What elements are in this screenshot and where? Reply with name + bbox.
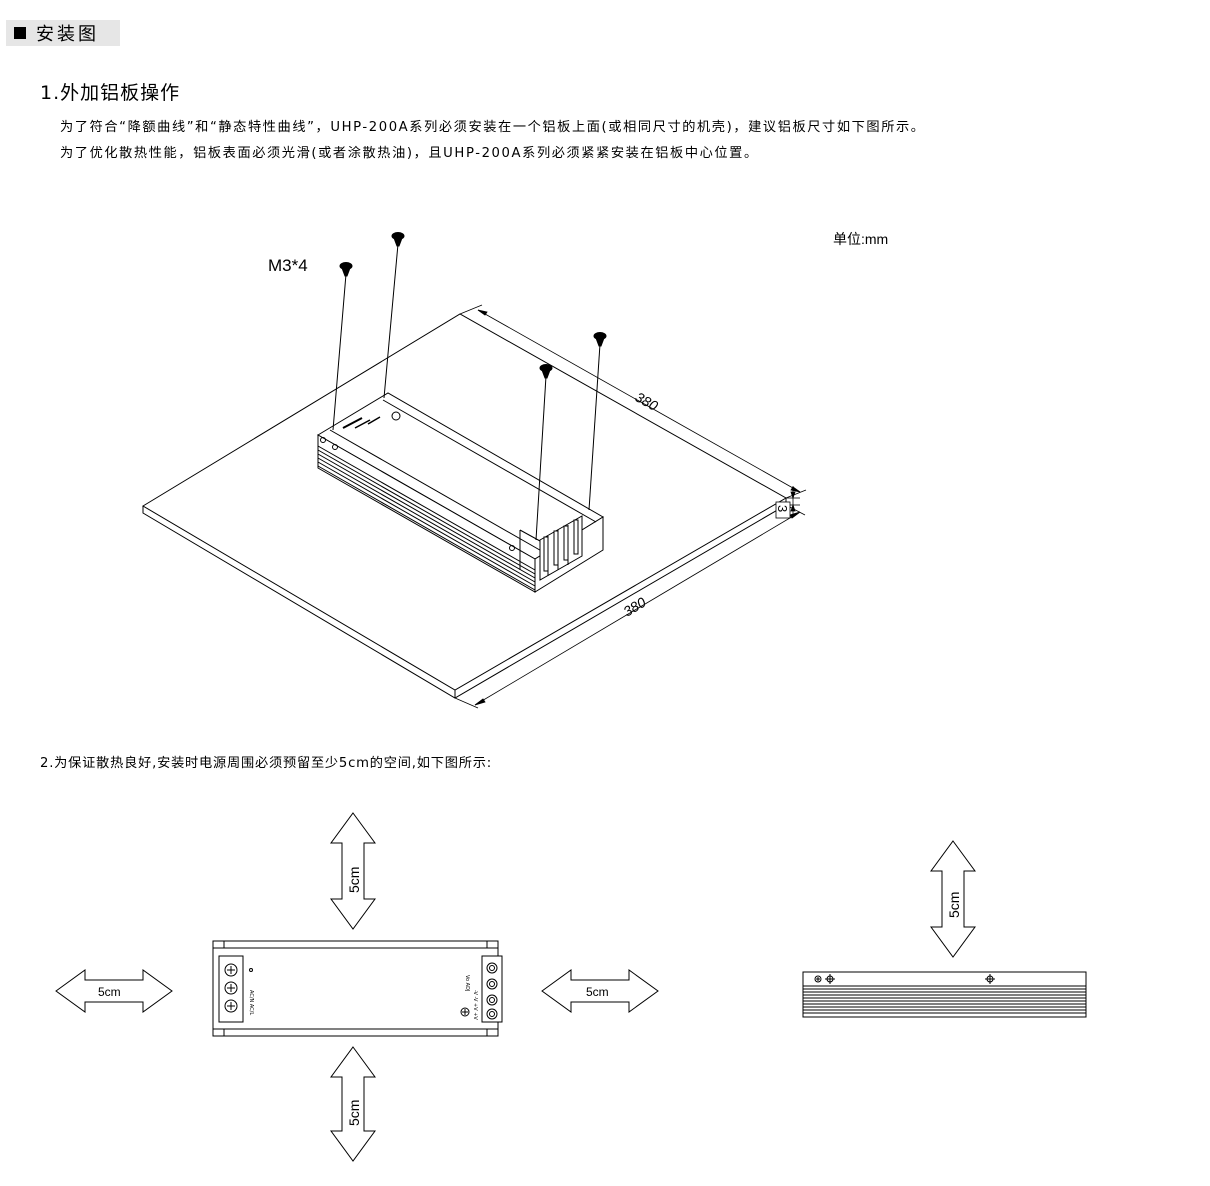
step1-paragraph-1: 为了符合“降额曲线”和“静态特性曲线”，UHP-200A系列必须安装在一个铝板上… <box>60 120 926 135</box>
section-title: 安装图 <box>36 24 99 45</box>
square-bullet-icon <box>14 27 26 39</box>
dimension-length-bottom-label: 380 <box>620 594 648 620</box>
step1-paragraph-2: 为了优化散热性能，铝板表面必须光滑(或者涂散热油)，且UHP-200A系列必须紧… <box>60 146 759 161</box>
clearance-arrow-bottom <box>330 1046 376 1162</box>
dimension-top <box>459 304 807 499</box>
clearance-side-view-label: 5cm <box>946 892 962 918</box>
psu-side-view <box>802 971 1087 1018</box>
screws <box>332 243 601 541</box>
clearance-arrow-top <box>330 812 376 930</box>
dimension-bottom <box>454 504 806 709</box>
dimension-thickness <box>775 486 800 519</box>
screw-icon <box>539 364 553 379</box>
step1-title: 1.外加铝板操作 <box>40 82 181 104</box>
screw-icon <box>339 262 353 277</box>
unit-label: 单位:mm <box>833 231 888 247</box>
clearance-arrow-left <box>55 969 173 1013</box>
clearance-arrow-side-view <box>930 840 976 958</box>
section-header: 安装图 <box>6 20 120 46</box>
screw-icon <box>391 232 405 247</box>
step2-title: 2.为保证散热良好,安装时电源周围必须预留至少5cm的空间,如下图所示: <box>40 756 492 771</box>
svg-text:-V -V +V +V: -V -V +V +V <box>472 990 478 1020</box>
clearance-left-label: 5cm <box>98 985 121 999</box>
screw-icon <box>593 332 607 347</box>
clearance-bottom-label: 5cm <box>346 1100 362 1126</box>
clearance-arrow-right <box>541 969 659 1013</box>
dimension-length-top-label: 380 <box>633 389 661 414</box>
svg-text:Vo ADJ: Vo ADJ <box>464 975 470 991</box>
clearance-right-label: 5cm <box>586 985 609 999</box>
psu-isometric <box>317 392 604 593</box>
psu-top-view: AC/N AC/L -V -V +V +V Vo ADJ <box>212 940 503 1037</box>
clearance-top-label: 5cm <box>346 867 362 893</box>
screw-label: M3*4 <box>268 256 308 275</box>
dimension-thickness-label: 3 <box>775 505 790 512</box>
svg-text:AC/N AC/L: AC/N AC/L <box>248 990 254 1015</box>
